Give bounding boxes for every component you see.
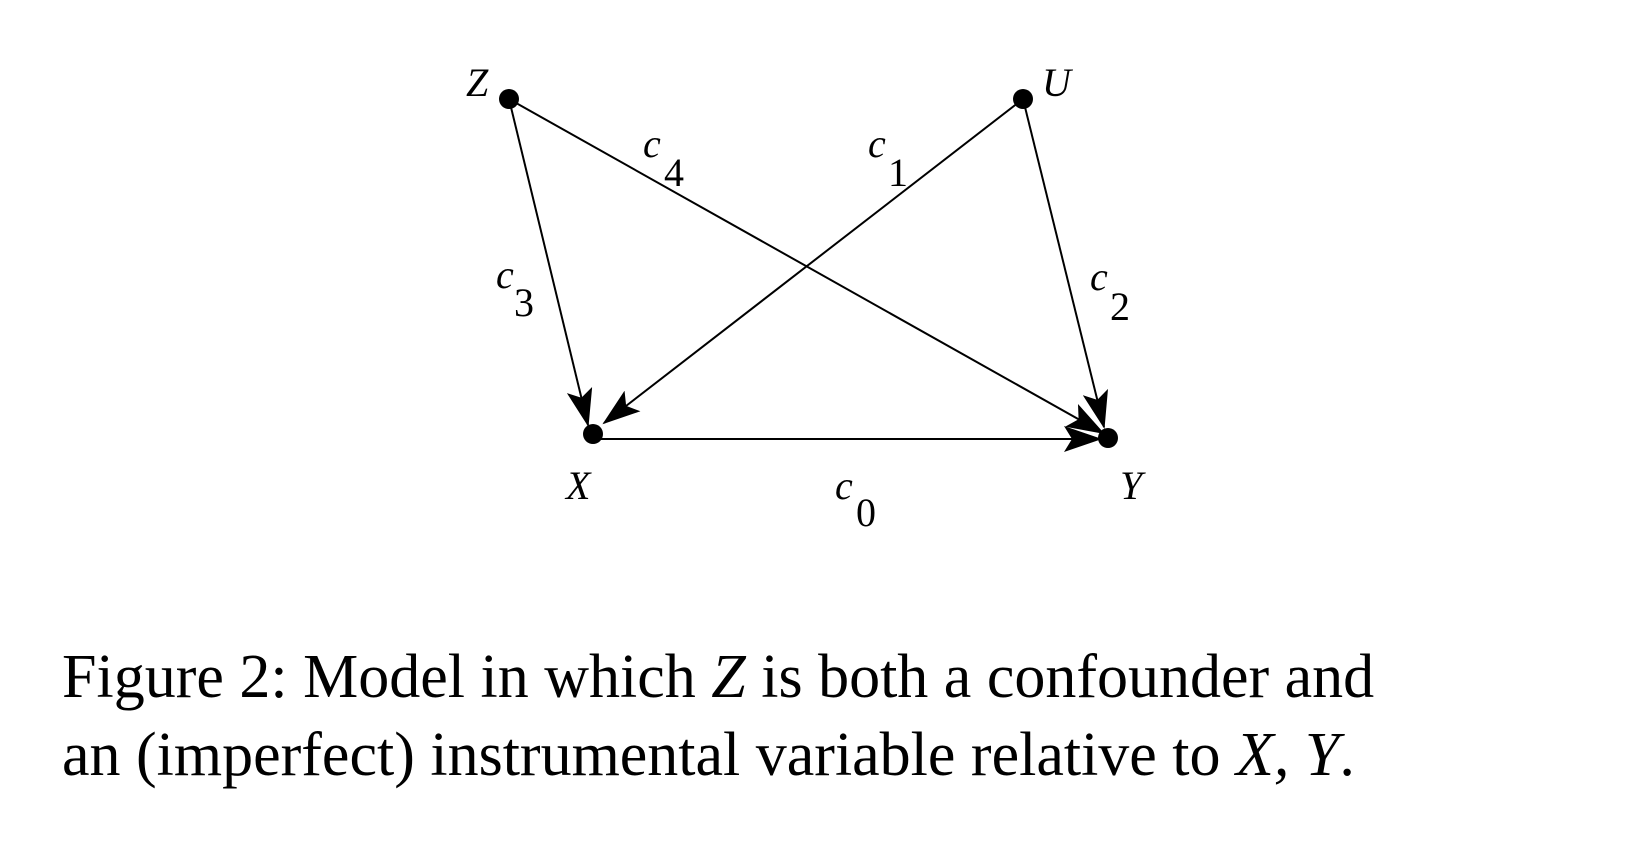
caption-var-z: Z — [711, 643, 746, 711]
edge-u-to-x — [602, 98, 1024, 425]
edge-label-c4: c 4 — [643, 121, 684, 195]
svg-text:2: 2 — [1110, 284, 1130, 329]
svg-text:4: 4 — [664, 150, 684, 195]
edge-label-c3: c 3 — [496, 252, 534, 325]
caption-end: . — [1339, 721, 1355, 789]
caption-part1: Model in which — [303, 643, 696, 711]
svg-text:c: c — [496, 252, 514, 297]
svg-text:c: c — [835, 463, 853, 508]
node-z-dot — [499, 89, 519, 109]
edge-u-to-y — [1022, 98, 1108, 429]
caption-var-xy: X, Y — [1236, 721, 1340, 789]
causal-diagram: Z U X Y c 3 c 4 c 1 c 2 c 0 — [466, 60, 1146, 535]
node-z-label: Z — [466, 60, 489, 105]
node-x-dot — [583, 424, 603, 444]
node-x-label: X — [564, 463, 592, 508]
edge-label-c0: c 0 — [835, 463, 876, 535]
caption-prefix: Figure 2: — [62, 643, 288, 711]
node-y-dot — [1098, 428, 1118, 448]
svg-text:1: 1 — [888, 150, 908, 195]
caption-part2: is both a confounder and — [761, 643, 1375, 711]
edge-label-c2: c 2 — [1090, 254, 1130, 329]
edge-z-to-x — [508, 98, 593, 427]
svg-text:c: c — [1090, 254, 1108, 299]
svg-text:3: 3 — [514, 280, 534, 325]
svg-text:c: c — [868, 121, 886, 166]
caption-part3: an (imperfect) instrumental variable rel… — [62, 721, 1221, 789]
node-y-label: Y — [1120, 463, 1146, 508]
figure-caption: Figure 2: Model in which Z is both a con… — [62, 638, 1582, 794]
edge-label-c1: c 1 — [868, 121, 908, 195]
node-u-dot — [1013, 89, 1033, 109]
node-u-label: U — [1042, 60, 1074, 105]
svg-text:0: 0 — [856, 490, 876, 535]
svg-text:c: c — [643, 121, 661, 166]
